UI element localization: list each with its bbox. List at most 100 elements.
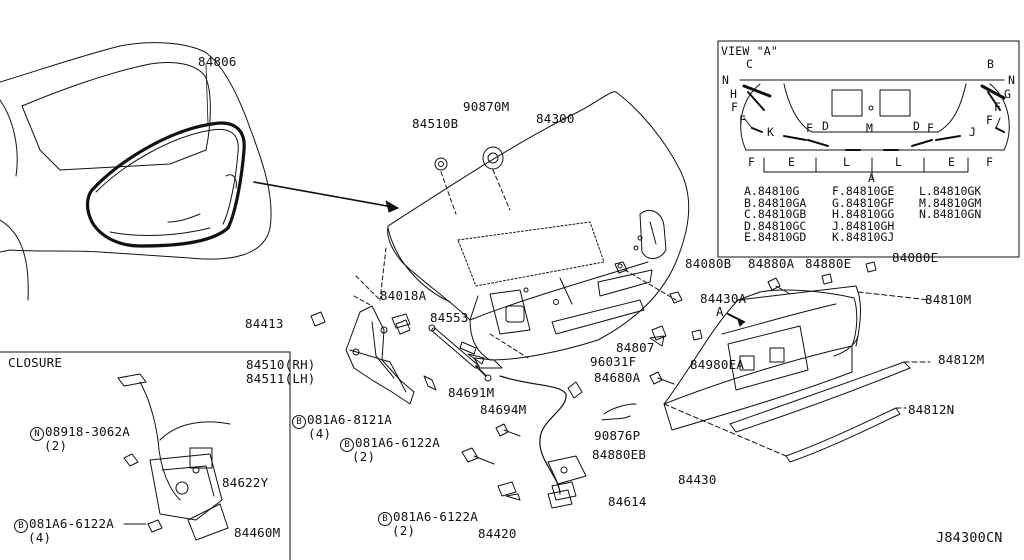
view-letter-f-3: F [739,113,747,127]
nut-quantity: (2) [44,438,68,453]
legend-column-1: A.84810G B.84810GA C.84810GB D.84810GC E… [744,184,807,244]
nut-number: 08918-3062A [45,424,130,439]
view-letter-f-5: F [806,121,814,135]
view-letter-d-1: D [822,119,830,133]
legend-item: D.84810GC [744,218,807,233]
legend-item: J.84810GH [832,218,895,233]
view-letter-e-1: E [788,155,796,169]
view-letter-g: G [1004,87,1012,101]
legend-item: L.84810GK [919,184,982,198]
part-label-84420: 84420 [478,526,517,541]
gas-strut [428,324,529,382]
view-a-panel [717,40,1020,258]
part-label-96031f: 96031F [590,354,637,369]
bolt-number: 081A6-6122A [355,435,440,450]
bolt-prefix-icon: B [292,415,306,429]
bolt-prefix-icon: B [14,519,28,533]
bolt-prefix-icon: B [340,438,354,452]
bolt-number: 081A6-6122A [29,516,114,531]
part-label-84510-rh: 84510(RH) [246,357,316,372]
part-label-84622y: 84622Y [222,475,269,490]
part-label-84614: 84614 [608,494,647,509]
part-label-84018a: 84018A [380,288,427,303]
view-letter-a: A [868,171,876,185]
part-label-84980ea: 84980EA [690,357,745,372]
part-label-84080e: 84080E [892,250,939,265]
trunk-hinge [310,247,437,405]
closure-panel [0,351,291,560]
part-label-84080b: 84080B [685,256,732,271]
view-letter-f-4: F [986,113,994,127]
legend-item: H.84810GG [832,207,895,221]
legend-item: A.84810G [744,184,800,198]
part-label-84413: 84413 [245,316,284,331]
bolt-quantity: (4) [308,426,332,441]
trunk-lid-illustration [387,91,690,361]
part-label-84806: 84806 [198,54,237,69]
legend-item: K.84810GJ [832,230,895,244]
view-letter-b: B [987,57,995,71]
bolts [395,261,877,465]
diagram-code: J84300CN [936,530,1003,546]
legend-item: E.84810GD [744,230,807,244]
view-letter-f-2: F [994,100,1002,114]
license-garnish [663,285,931,431]
legend-item: M.84810GM [919,195,982,210]
legend-item: F.84810GE [832,184,895,198]
legend-item: B.84810GA [744,195,807,210]
view-letter-k: K [767,125,775,139]
view-letter-f-6: F [927,121,935,135]
part-label-84430: 84430 [678,472,717,487]
bolt-quantity: (4) [28,530,52,545]
part-label-84691m: 84691M [448,385,495,400]
view-letter-f-8: F [986,155,994,169]
clips-grommets [434,146,683,304]
part-label-84430a: 84430A [700,291,747,306]
bolt-number: 081A6-6122A [393,509,478,524]
view-letter-f-1: F [731,100,739,114]
bolt-quantity: (2) [352,449,376,464]
part-label-84812n: 84812N [908,402,955,417]
legend-column-2: F.84810GE G.84810GF H.84810GG J.84810GH … [832,184,895,244]
view-letter-e-2: E [948,155,956,169]
part-label-90870m: 90870M [463,99,510,114]
view-letter-l-1: L [843,155,851,169]
part-label-84511-lh: 84511(LH) [246,371,316,386]
view-letter-f-7: F [748,155,756,169]
bolt-quantity: (2) [392,523,416,538]
moldings [663,361,931,463]
closure-title: CLOSURE [8,355,63,370]
view-a-title: VIEW "A" [721,44,778,58]
part-label-84880e: 84880E [805,256,852,271]
part-label-90876p: 90876P [594,428,641,443]
part-label-84880a: 84880A [748,256,795,271]
part-label-84810m: 84810M [925,292,972,307]
part-label-84880eb: 84880EB [592,447,647,462]
legend-item: G.84810GF [832,195,895,210]
car-rear-illustration [0,42,399,301]
view-arrow-label: A [716,304,724,319]
view-letter-d-2: D [913,119,921,133]
opener-cable [473,357,637,509]
part-label-84460m: 84460M [234,525,281,540]
legend-item: C.84810GB [744,207,807,221]
view-letter-n-left: N [722,73,730,87]
part-label-84510b: 84510B [412,116,459,131]
view-letter-c: C [746,57,754,71]
part-label-84553: 84553 [430,310,469,325]
part-label-84812m: 84812M [938,352,985,367]
legend-item: N.84810GN [919,207,982,221]
part-label-84680a: 84680A [594,370,641,385]
part-label-84694m: 84694M [480,402,527,417]
part-label-84807: 84807 [616,340,655,355]
view-letter-n-right: N [1008,73,1016,87]
view-letter-h: H [730,87,738,101]
view-letter-m: M [866,121,874,135]
nut-prefix-icon: N [30,427,44,441]
